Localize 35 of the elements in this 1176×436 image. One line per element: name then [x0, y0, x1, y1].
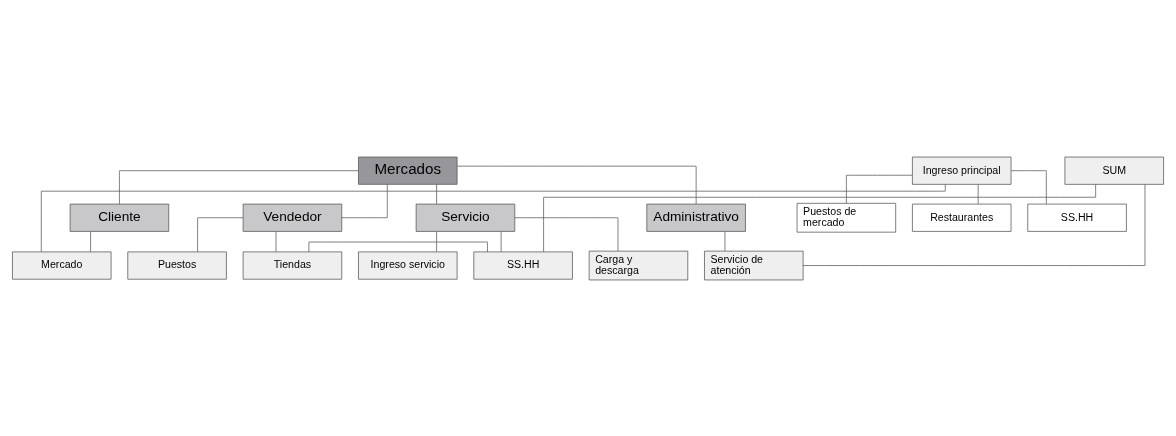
- connector: [308, 241, 488, 252]
- node-box: Servicio de atención: [704, 250, 804, 280]
- node-box: Mercado: [12, 251, 112, 280]
- connector: [977, 183, 979, 204]
- connector: [514, 216, 619, 251]
- node-box: Carga y descarga: [588, 250, 689, 280]
- node-box: Puestos: [127, 251, 227, 280]
- connector: [40, 183, 946, 252]
- connector: [341, 183, 388, 218]
- connector: [456, 165, 697, 204]
- connector: [724, 230, 726, 251]
- node-box: Restaurantes: [912, 203, 1012, 232]
- connector: [275, 230, 277, 252]
- connector: [119, 169, 359, 204]
- connector: [1010, 169, 1047, 204]
- connector: [802, 183, 1146, 266]
- node-box: Vendedor: [242, 203, 343, 232]
- connector: [846, 174, 913, 203]
- connector: [90, 230, 91, 252]
- connector: [197, 216, 244, 252]
- node-box: Puestos de mercado: [796, 202, 897, 233]
- connector: [543, 183, 1097, 252]
- node-box: SS.HH: [1027, 203, 1127, 232]
- node-box: Servicio: [415, 203, 516, 232]
- node-box: SS.HH: [473, 251, 573, 280]
- node-box: SUM: [1064, 156, 1164, 185]
- node-box: Ingreso servicio: [358, 251, 458, 280]
- node-box: Tiendas: [242, 251, 343, 280]
- connector: [436, 230, 437, 252]
- connector: [436, 183, 437, 204]
- node-box: Administrativo: [646, 203, 746, 232]
- node-box: Mercados: [358, 156, 458, 185]
- node-box: Cliente: [69, 203, 170, 232]
- node-box: Ingreso principal: [912, 156, 1012, 185]
- connector: [500, 230, 502, 252]
